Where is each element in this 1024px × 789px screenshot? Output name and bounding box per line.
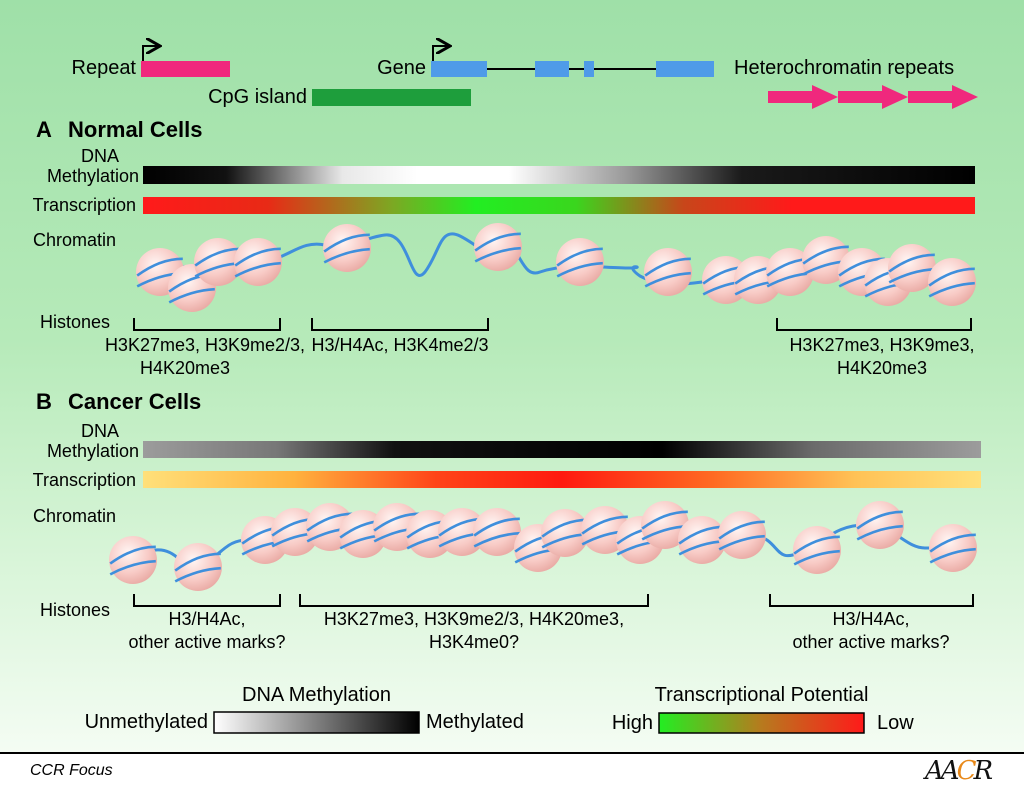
legend-methylated-label: Methylated — [426, 711, 524, 733]
legend-low-label: Low — [877, 712, 914, 734]
gene-structure — [431, 46, 714, 77]
nucleosome — [718, 511, 766, 559]
panel-b-histones-label: Histones — [40, 600, 111, 620]
nucleosome — [793, 526, 841, 574]
panel-a-histone-group-3-line-1: H3K27me3, H3K9me3, — [789, 335, 975, 355]
repeat-label: Repeat — [71, 57, 137, 79]
nucleosome — [929, 524, 977, 572]
nucleosome — [888, 244, 936, 292]
panel-b-histone-group-3-line-1: H3/H4Ac, — [832, 609, 910, 629]
panel-a-histone-group-1-line-2: H4K20me3 — [139, 358, 231, 378]
panel-a-methylation-label: Methylation — [46, 166, 139, 186]
panel-b-histone-group-3-line-2: other active marks? — [792, 632, 950, 652]
panel-b-chromatin — [109, 501, 977, 591]
heterochromatin-repeats-label: Heterochromatin repeats — [734, 57, 955, 79]
panel-b-methylation-bar — [143, 441, 981, 458]
panel-a-chromatin-label: Chromatin — [33, 230, 117, 250]
legend-methylation-title: DNA Methylation — [242, 684, 391, 706]
legend-transcription-gradient — [658, 712, 865, 734]
nucleosome — [271, 508, 319, 556]
panel-b-letter: B — [36, 389, 52, 414]
panel-a-transcription-label: Transcription — [32, 195, 136, 215]
repeat-element — [141, 46, 230, 77]
nucleosome — [856, 501, 904, 549]
panel-a-histone-group-1-line-1: H3K27me3, H3K9me2/3, — [104, 335, 306, 355]
legend-unmethylated-label: Unmethylated — [84, 711, 208, 733]
panel-b-transcription-label: Transcription — [32, 470, 136, 490]
cpg-island-bar — [312, 89, 471, 106]
panel-a-chromatin — [136, 223, 976, 312]
panel-b-histone-brackets — [133, 594, 974, 607]
panel-b-histone-group-2-line-1: H3K27me3, H3K9me2/3, H4K20me3, — [323, 609, 625, 629]
panel-a-title: Normal Cells — [68, 117, 203, 142]
nucleosome — [556, 238, 604, 286]
nucleosome — [109, 536, 157, 584]
panel-a-histone-brackets — [133, 318, 972, 331]
panel-b-histone-group-1-line-1: H3/H4Ac, — [168, 609, 246, 629]
publisher-logo: AACR — [925, 756, 993, 786]
legend-methylation-gradient — [213, 711, 420, 734]
heterochromatin-repeat-arrows — [768, 85, 978, 109]
panel-a-transcription-bar — [143, 197, 975, 214]
panel-b-title: Cancer Cells — [68, 389, 202, 414]
nucleosome — [473, 508, 521, 556]
panel-a-letter: A — [36, 117, 52, 142]
panel-b-chromatin-label: Chromatin — [33, 506, 117, 526]
nucleosome — [474, 223, 522, 271]
panel-b-dna-label: DNA — [80, 421, 119, 441]
cpg-island-label: CpG island — [208, 86, 307, 108]
nucleosome — [174, 543, 222, 591]
nucleosome — [928, 258, 976, 306]
gene-label: Gene — [377, 57, 426, 79]
legend-high-label: High — [611, 712, 653, 734]
panel-b-histone-group-1-line-2: other active marks? — [128, 632, 286, 652]
panel-b-transcription-bar — [143, 471, 981, 488]
panel-a-histone-group-3-line-2: H4K20me3 — [836, 358, 928, 378]
panel-a-dna-label: DNA — [80, 146, 119, 166]
panel-a-methylation-bar — [143, 166, 975, 184]
figure-panel — [0, 0, 1024, 754]
nucleosome — [234, 238, 282, 286]
panel-b-histone-group-2-line-2: H3K4me0? — [428, 632, 520, 652]
panel-b-methylation-label: Methylation — [46, 441, 139, 461]
nucleosome — [644, 248, 692, 296]
journal-label: CCR Focus — [30, 762, 113, 779]
panel-a-histones-label: Histones — [40, 312, 111, 332]
panel-a-histone-group-2-line-1: H3/H4Ac, H3K4me2/3 — [311, 335, 489, 355]
legend-transcription-title: Transcriptional Potential — [654, 684, 869, 706]
nucleosome — [194, 238, 242, 286]
nucleosome — [323, 224, 371, 272]
